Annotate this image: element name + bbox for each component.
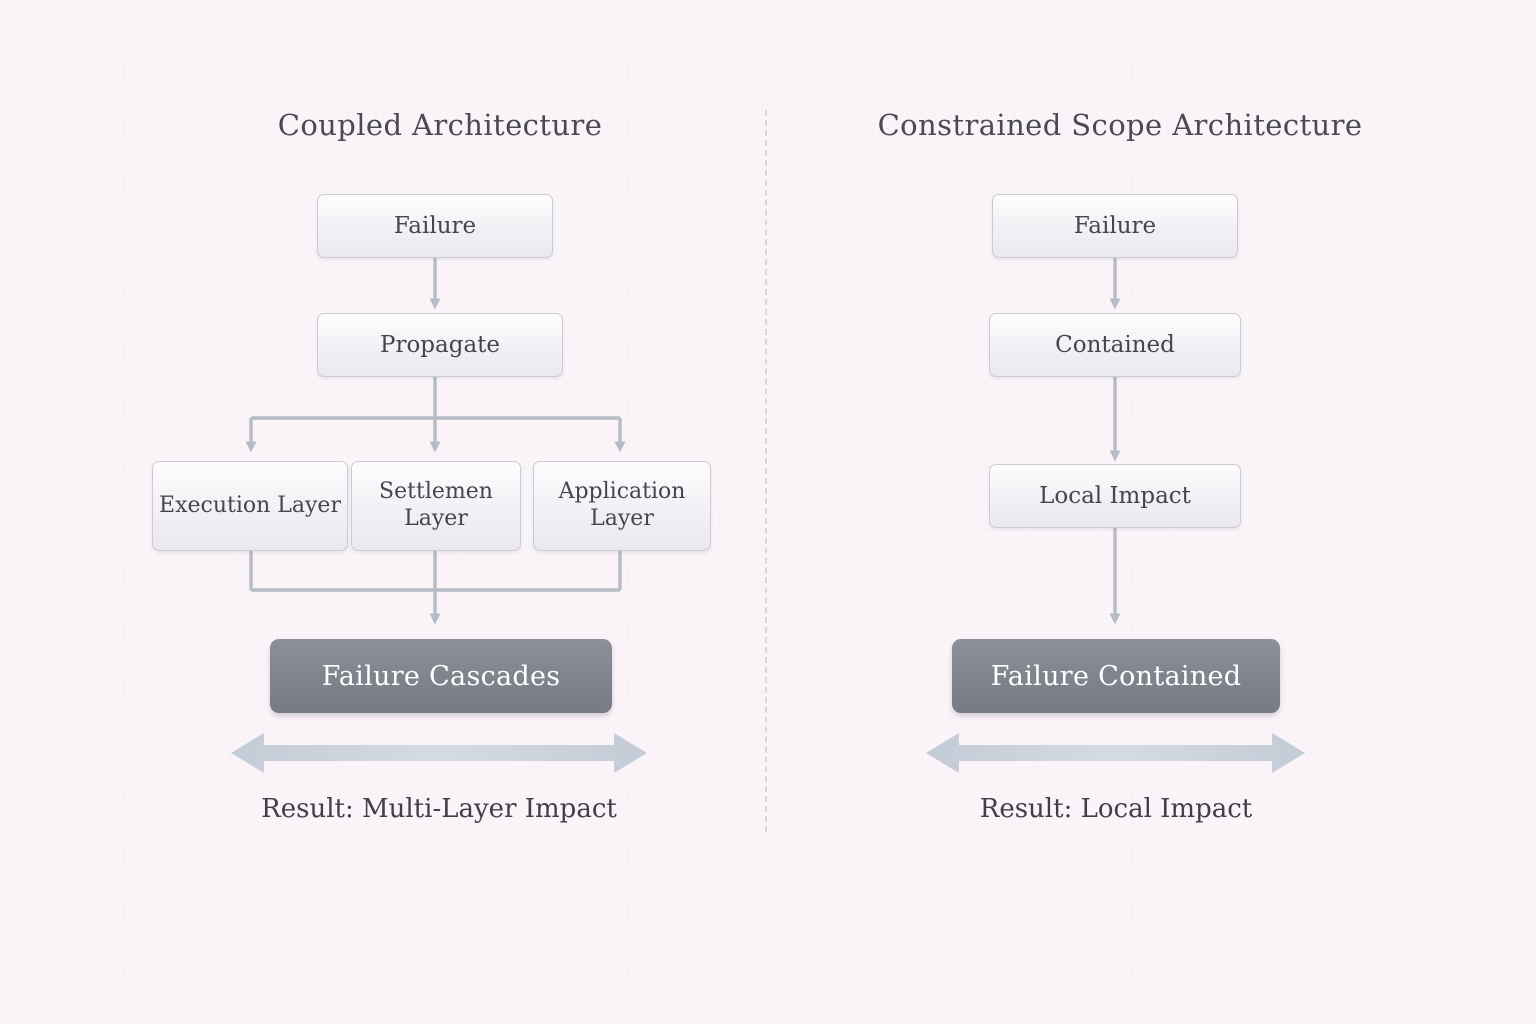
node-failure-right[interactable]: Failure [992, 194, 1238, 258]
node-failure-left[interactable]: Failure [317, 194, 553, 258]
result-caption-right: Result: Local Impact [979, 794, 1253, 824]
vertical-dashed-divider [765, 110, 767, 832]
node-execution-layer[interactable]: Execution Layer [152, 461, 348, 551]
node-propagate[interactable]: Propagate [317, 313, 563, 377]
result-span-arrow-right [926, 733, 1305, 773]
panel-title-constrained-scope-architecture: Constrained Scope Architecture [877, 108, 1363, 142]
node-failure-cascades[interactable]: Failure Cascades [270, 639, 612, 713]
node-application-layer[interactable]: Application Layer [533, 461, 711, 551]
panel-title-coupled-architecture: Coupled Architecture [277, 108, 603, 142]
result-caption-left: Result: Multi-Layer Impact [261, 794, 617, 824]
result-span-arrow-left [231, 733, 647, 773]
node-failure-contained[interactable]: Failure Contained [952, 639, 1280, 713]
node-contained[interactable]: Contained [989, 313, 1241, 377]
node-local-impact[interactable]: Local Impact [989, 464, 1241, 528]
node-settlement-layer[interactable]: Settlemen Layer [351, 461, 521, 551]
